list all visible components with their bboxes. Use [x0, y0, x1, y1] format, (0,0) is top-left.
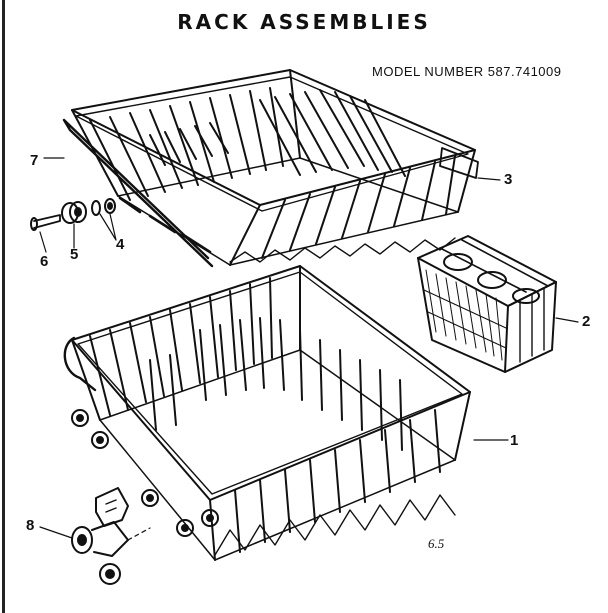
page-title: RACK ASSEMBLIES: [177, 10, 431, 34]
lower-rack-drawing: [63, 265, 471, 561]
callout-8: 8: [26, 517, 35, 534]
leader-lines: [39, 157, 579, 539]
silverware-basket-drawing: [417, 235, 557, 373]
callout-5: 5: [70, 246, 79, 263]
callout-6: 6: [40, 253, 49, 270]
roller-parts-drawing: [30, 198, 116, 231]
upper-rack-drawing: [62, 69, 479, 268]
model-number-label: MODEL NUMBER 587.741009: [372, 64, 562, 79]
left-border-line: [2, 0, 5, 613]
callout-4: 4: [116, 236, 125, 253]
page-mark: 6.5: [428, 536, 445, 551]
callout-1: 1: [510, 432, 519, 449]
callout-7: 7: [30, 152, 39, 169]
lower-rack-roller-drawing: [71, 487, 151, 585]
callout-3: 3: [504, 171, 513, 188]
callout-2: 2: [582, 313, 591, 330]
